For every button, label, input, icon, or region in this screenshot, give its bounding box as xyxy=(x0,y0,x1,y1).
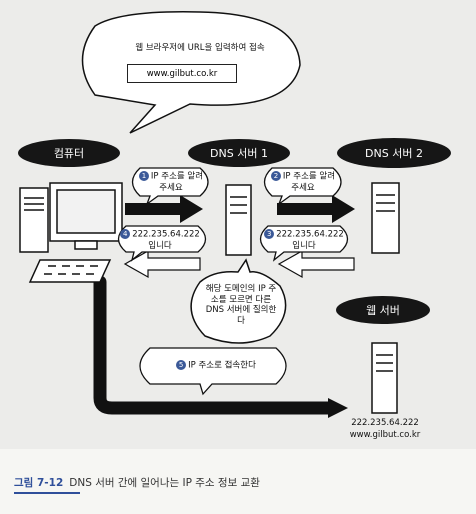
step-3-badge: 3 xyxy=(264,229,275,239)
bubble-step-1 xyxy=(131,167,209,206)
bubble-step-3 xyxy=(259,225,349,262)
top-bubble-text: 웹 브라우저에 URL을 입력하여 접속 xyxy=(135,43,265,53)
arrow-response-4 xyxy=(123,249,201,279)
computer-icon xyxy=(19,182,123,283)
arrow-response-3 xyxy=(277,249,355,279)
caption-underline xyxy=(14,492,80,494)
step-5-badge: 5 xyxy=(176,360,187,370)
web-server-ip: 222.235.64.222 xyxy=(351,418,419,428)
arrow-request-2 xyxy=(277,195,355,223)
step-2-badge: 2 xyxy=(270,171,281,181)
dns-server-2-icon xyxy=(371,182,400,254)
diagram-graphics xyxy=(19,11,400,418)
bubble-step-4 xyxy=(117,225,207,262)
caption-label: 그림 7-12 xyxy=(14,477,64,489)
web-server-domain: www.gilbut.co.kr xyxy=(349,430,421,440)
node-label-dns2: DNS 서버 2 xyxy=(337,138,451,168)
web-server-icon xyxy=(371,342,398,414)
bubble-step-5 xyxy=(139,347,287,396)
bubble-step-2 xyxy=(263,167,342,206)
url-box: www.gilbut.co.kr xyxy=(127,64,237,83)
arrow-request-1 xyxy=(125,195,203,223)
node-label-dns1: DNS 서버 1 xyxy=(188,139,290,167)
caption-text: DNS 서버 간에 일어나는 IP 주소 정보 교환 xyxy=(69,477,260,489)
bubble-dns-note xyxy=(190,258,287,344)
node-label-computer: 컴퓨터 xyxy=(18,139,120,167)
dns-server-1-icon xyxy=(225,184,252,256)
figure-caption: 그림 7-12 DNS 서버 간에 일어나는 IP 주소 정보 교환 xyxy=(14,475,260,490)
step-4-badge: 4 xyxy=(120,229,131,239)
node-label-web: 웹 서버 xyxy=(336,296,430,324)
step-1-badge: 1 xyxy=(138,171,149,181)
dns-note-text: 해당 도메인의 IP 주소를 모르면 다른 DNS 서버에 질의한다 xyxy=(205,284,277,326)
dns-diagram: 웹 브라우저에 URL을 입력하여 접속 www.gilbut.co.kr 컴퓨… xyxy=(18,11,451,440)
arrow-connect-5 xyxy=(93,275,337,415)
